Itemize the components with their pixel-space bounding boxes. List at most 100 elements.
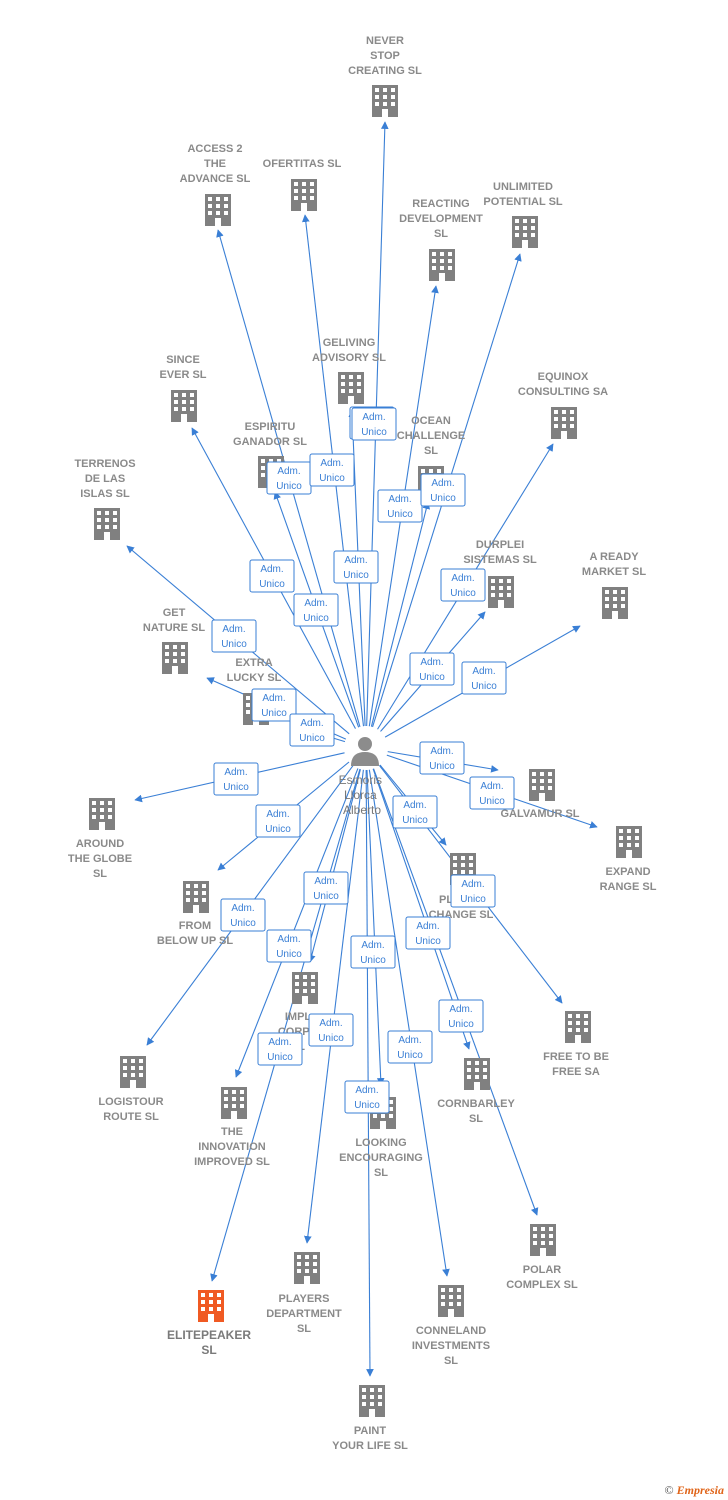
role-badge[interactable]: Adm.Unico (438, 999, 484, 1033)
role-badge[interactable]: Adm.Unico (266, 461, 312, 495)
role-text: Unico (360, 955, 386, 966)
brand-logo[interactable]: Empresia (676, 1483, 724, 1497)
role-badge[interactable]: Adm.Unico (255, 804, 301, 838)
role-text: Unico (276, 949, 302, 960)
role-text: Unico (318, 1033, 344, 1044)
role-text: Unico (430, 493, 456, 504)
role-text: Adm. (304, 598, 327, 609)
role-badge[interactable]: Adm.Unico (405, 916, 451, 950)
edge-impl-corpo (308, 769, 361, 963)
role-badge[interactable]: Adm.Unico (220, 898, 266, 932)
role-badge[interactable]: Adm.Unico (333, 550, 379, 584)
role-text: Unico (223, 782, 249, 793)
role-text: Unico (319, 473, 345, 484)
edge-polar-complex (373, 768, 539, 1216)
role-badge[interactable]: Adm.Unico (257, 1032, 303, 1066)
role-badge[interactable]: Adm.Unico (308, 1013, 354, 1047)
company-galvamur[interactable]: GALVAMUR SL (500, 769, 580, 820)
building-icon (429, 249, 455, 281)
edge-conneland-investments (368, 769, 450, 1277)
role-badge[interactable]: Adm.Unico (450, 874, 496, 908)
role-badge[interactable]: Adm.Unico (461, 661, 507, 695)
role-badge[interactable]: Adm.Unico (211, 619, 257, 653)
role-badge[interactable]: Adm.Unico (344, 1080, 390, 1114)
building-icon (529, 769, 555, 801)
role-text: Unico (313, 891, 339, 902)
building-icon (120, 1056, 146, 1088)
role-text: Adm. (480, 781, 503, 792)
role-text: Unico (276, 481, 302, 492)
role-badge[interactable]: Adm.Unico (266, 929, 312, 963)
company-label: OFERTITAS SL (263, 158, 342, 170)
role-badge[interactable]: Adm.Unico (420, 473, 466, 507)
role-badge[interactable]: Adm.Unico (350, 935, 396, 969)
role-text: Unico (460, 894, 486, 905)
role-badge[interactable]: Adm.Unico (213, 762, 259, 796)
role-badge[interactable]: Adm.Unico (251, 688, 297, 722)
role-badge[interactable]: Adm.Unico (377, 489, 423, 523)
role-badge[interactable]: Adm.Unico (440, 568, 486, 602)
role-badge[interactable]: Adm.Unico (387, 1030, 433, 1064)
role-badge[interactable]: Adm.Unico (249, 559, 295, 593)
role-badge[interactable]: Adm.Unico (409, 652, 455, 686)
role-badge[interactable]: Adm.Unico (293, 593, 339, 627)
role-text: Adm. (355, 1085, 378, 1096)
edge-looking-encouraging (366, 769, 385, 1086)
company-label: GALVAMUR SL (500, 808, 579, 820)
role-badge[interactable]: Adm.Unico (309, 453, 355, 487)
role-badge[interactable]: Adm.Unico (289, 713, 335, 747)
person-node[interactable]: Esmoris Llorca Alberto (339, 737, 386, 817)
building-icon (616, 826, 642, 858)
role-badge[interactable]: Adm. Unico (303, 871, 349, 905)
edge-elitepeaker (210, 768, 361, 1282)
role-badge[interactable]: Adm.Unico (351, 407, 397, 441)
role-text: Adm. (314, 876, 337, 887)
role-text: Adm. (344, 555, 367, 566)
role-badge[interactable]: Adm. Unico (469, 776, 515, 810)
role-badge[interactable]: Adm.Unico (419, 741, 465, 775)
role-text: Unico (479, 796, 505, 807)
building-icon (94, 508, 120, 540)
role-text: Adm. (222, 624, 245, 635)
role-badge[interactable]: Adm.Unico (392, 795, 438, 829)
role-text: Adm. (449, 1004, 472, 1015)
building-icon (294, 1252, 320, 1284)
company-ofertitas[interactable]: OFERTITAS SL (263, 158, 342, 211)
